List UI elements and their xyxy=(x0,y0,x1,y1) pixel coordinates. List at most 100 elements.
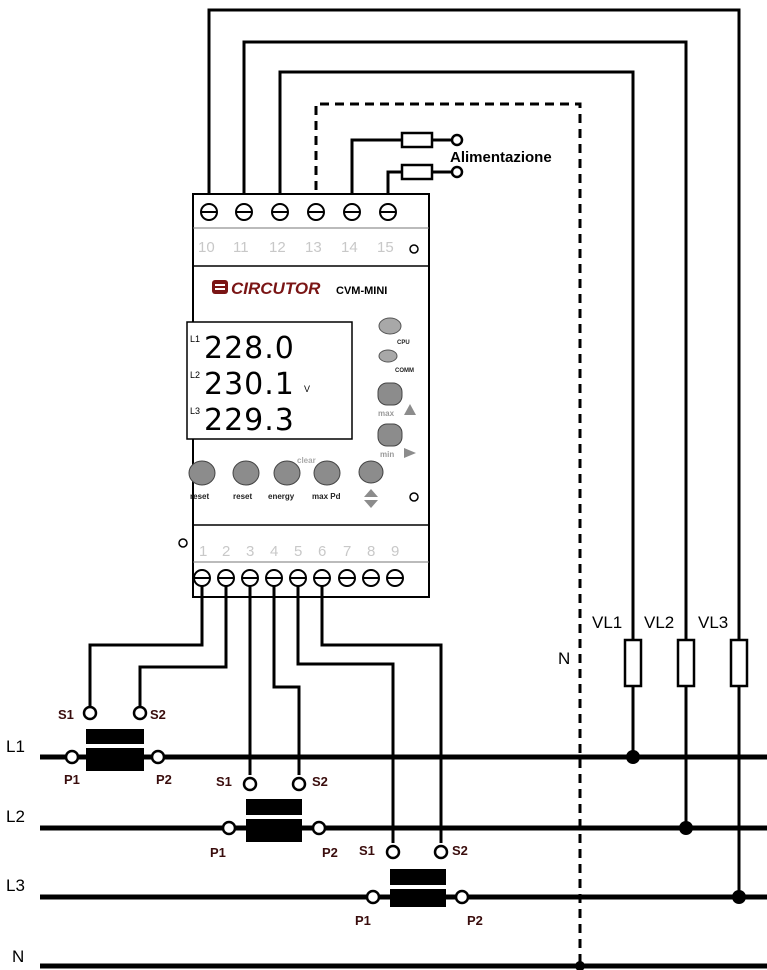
supply-label: Alimentazione xyxy=(450,149,552,166)
max-label: max xyxy=(378,409,395,418)
cpu-led xyxy=(378,317,402,335)
ct-label-p1: P1 xyxy=(210,845,226,860)
terminal-number: 6 xyxy=(318,543,326,560)
ct-terminal-p2 xyxy=(150,749,166,765)
lcd-reading-l1: 228.0 xyxy=(204,331,295,366)
ct-label-p2: P2 xyxy=(156,772,172,787)
reset-button-2[interactable] xyxy=(232,460,260,486)
voltage-wires xyxy=(207,8,741,897)
ct-label-s2: S2 xyxy=(150,707,166,722)
supply-fuses xyxy=(400,131,464,181)
lcd-phase-label: L3 xyxy=(190,406,200,416)
ct-terminal-s2 xyxy=(132,705,148,721)
label-vl1: VL1 xyxy=(592,613,622,632)
terminal-number: 10 xyxy=(198,239,215,256)
terminal-number: 8 xyxy=(367,543,375,560)
min-label: min xyxy=(380,450,394,459)
ct-terminal-p1 xyxy=(64,749,80,765)
ct-label-s1: S1 xyxy=(58,707,74,722)
terminal-number: 2 xyxy=(222,543,230,560)
button-label: energy xyxy=(268,492,295,501)
ct-core xyxy=(86,748,144,771)
current-transformer-l3 xyxy=(365,844,470,907)
max-button[interactable] xyxy=(377,382,403,406)
ct-core xyxy=(390,889,446,907)
junction-l3 xyxy=(732,890,746,904)
wire-terminal-12 xyxy=(278,70,635,640)
ct-terminal-s2 xyxy=(291,776,307,792)
ct-terminal-p2 xyxy=(311,820,327,836)
ct-terminal-p1 xyxy=(365,889,381,905)
cvm-mini-device: 10 11 12 13 14 15 CIRCUTOR CVM-MINI L1 2… xyxy=(178,193,430,598)
terminal-number: 11 xyxy=(233,239,249,256)
terminal-number: 3 xyxy=(246,543,254,560)
label-l1: L1 xyxy=(6,737,25,756)
model-name: CVM-MINI xyxy=(336,285,387,297)
ct-label-p2: P2 xyxy=(467,913,483,928)
brand-name: CIRCUTOR xyxy=(231,279,321,298)
fuses xyxy=(623,638,749,688)
ct-label-s1: S1 xyxy=(216,774,232,789)
lcd-reading-l2: 230.1 xyxy=(204,367,295,402)
ct-label-p2: P2 xyxy=(322,845,338,860)
display-toggle-button[interactable] xyxy=(358,460,384,484)
terminal-number: 14 xyxy=(341,239,358,256)
top-terminal-numbers: 10 11 12 13 14 15 xyxy=(198,239,394,256)
power-lines xyxy=(40,754,767,969)
button-label: reset xyxy=(233,492,252,501)
ct-label-s2: S2 xyxy=(312,774,328,789)
terminal-number: 12 xyxy=(269,239,286,256)
wire-terminal-10 xyxy=(207,8,741,670)
wire-terminal-11 xyxy=(242,40,688,640)
label-n: N xyxy=(12,947,24,966)
ct-label-p1: P1 xyxy=(355,913,371,928)
junction-l2 xyxy=(679,821,693,835)
label-l2: L2 xyxy=(6,807,25,826)
lcd-display xyxy=(186,321,353,440)
lcd-phase-label: L1 xyxy=(190,334,200,344)
current-transformer-l1 xyxy=(64,705,166,771)
energy-button[interactable] xyxy=(273,460,301,486)
wire-terminal-13-neutral xyxy=(314,102,582,966)
wire-terminal-2 xyxy=(138,586,228,706)
terminal-number: 7 xyxy=(343,543,351,560)
ct-terminal-s1 xyxy=(385,844,401,860)
wire-terminal-6 xyxy=(320,586,443,843)
supply-fuse-1 xyxy=(400,131,434,149)
button-label: max Pd xyxy=(312,492,341,501)
up-arrow-icon xyxy=(404,404,416,415)
ct-label-s1: S1 xyxy=(359,843,375,858)
wire-terminal-5 xyxy=(296,586,395,843)
comm-label: COMM xyxy=(395,368,414,374)
supply-terminal-2 xyxy=(450,165,464,179)
mounting-hole xyxy=(409,492,419,502)
min-button[interactable] xyxy=(377,423,403,447)
ct-core xyxy=(246,799,302,815)
circutor-logo-icon xyxy=(212,280,228,294)
right-arrow-icon xyxy=(404,448,416,458)
ct-core xyxy=(246,819,302,842)
terminal-number: 13 xyxy=(305,239,322,256)
lcd-unit: V xyxy=(304,384,310,394)
ct-terminal-s1 xyxy=(82,705,98,721)
terminal-number: 4 xyxy=(270,543,278,560)
label-vl2: VL2 xyxy=(644,613,674,632)
up-down-arrow-icon-lower xyxy=(364,500,378,508)
top-screw-terminals xyxy=(200,203,397,221)
current-transformer-l2 xyxy=(221,776,327,842)
bottom-screw-terminals xyxy=(193,569,404,587)
lcd-reading-l3: 229.3 xyxy=(204,403,295,438)
max-pd-button[interactable] xyxy=(313,460,341,486)
reset-button-1[interactable] xyxy=(188,460,216,486)
terminal-number: 9 xyxy=(391,543,399,560)
ct-wires xyxy=(88,586,443,843)
clear-label: clear xyxy=(297,456,316,465)
lcd-phase-label: L2 xyxy=(190,370,200,380)
junctions xyxy=(575,750,746,970)
ct-label-p1: P1 xyxy=(64,772,80,787)
front-buttons xyxy=(188,460,384,486)
neutral-wire-label: N xyxy=(558,649,570,668)
fuse-vl1 xyxy=(623,638,643,688)
comm-led xyxy=(378,349,398,363)
terminal-number: 5 xyxy=(294,543,302,560)
